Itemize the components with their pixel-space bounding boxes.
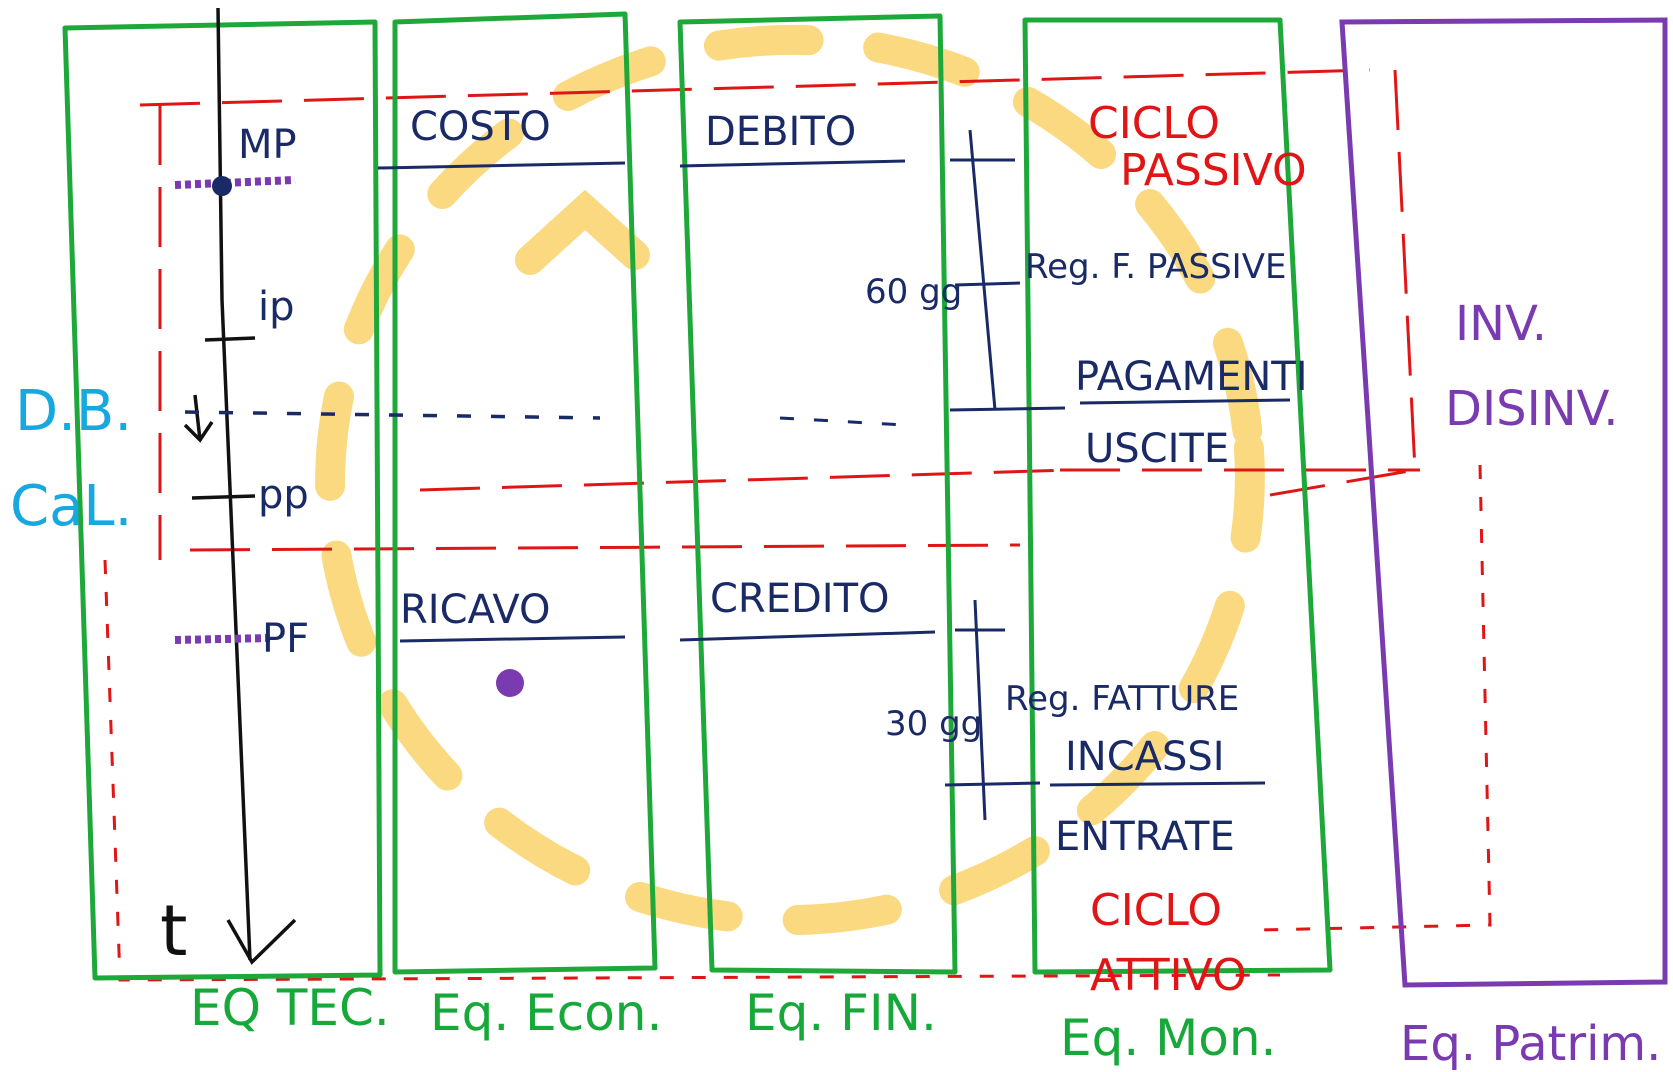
label-eq-patr: Eq. Patrim. [1400,1016,1661,1072]
fin-term-bottom: 30 gg [885,704,982,744]
marker-mp: MP [238,122,297,168]
label-eq-tec: EQ TEC. [190,979,390,1037]
mon-cycle-bottom-1: CICLO [1090,885,1222,936]
mon-inc: INCASSI [1065,734,1225,780]
mon-in: ENTRATE [1055,814,1235,860]
patr-note-1: INV. [1455,296,1547,352]
label-eq-mon: Eq. Mon. [1060,1009,1276,1067]
term-brackets [944,129,1066,821]
mon-cycle-top-2: PASSIVO [1120,145,1307,196]
mon-reg-bottom: Reg. FATTURE [1005,679,1239,719]
column-box-tec [62,19,383,981]
econ-bottom-label: RICAVO [400,587,550,633]
fin-term-top: 60 gg [865,272,962,312]
fin-top-label: DEBITO [705,109,856,155]
patr-note-2: DISINV. [1445,381,1619,437]
mon-out: USCITE [1085,426,1229,472]
underlines [377,159,1291,787]
mon-reg-top: Reg. F. PASSIVE [1025,247,1286,287]
column-box-fin [677,13,958,975]
label-eq-econ: Eq. Econ. [430,984,662,1042]
time-arrowhead [226,918,297,965]
marker-ip: ip [258,284,295,330]
column-box-econ [392,11,658,975]
mon-cycle-bottom-2: ATTIVO [1090,950,1247,1001]
column-box-mon [1022,17,1333,975]
side-label-2: CaL. [10,474,132,539]
econ-top-label: COSTO [410,104,551,150]
red-cycle-lines [103,68,1492,982]
mon-cycle-top-1: CICLO [1088,98,1220,149]
fin-bottom-label: CREDITO [710,576,890,622]
column-box-patr [1339,17,1668,988]
marker-pp: pp [258,472,309,518]
column-boxes [62,11,1668,988]
yellow-highlight-oval [315,24,1265,936]
time-axis [216,7,252,961]
label-eq-fin: Eq. FIN. [745,984,937,1042]
marker-time: t [160,890,187,972]
timeline [174,7,601,965]
side-label-1: D.B. [15,379,132,444]
marker-pf: PF [262,616,309,662]
mon-pay: PAGAMENTI [1075,354,1308,400]
